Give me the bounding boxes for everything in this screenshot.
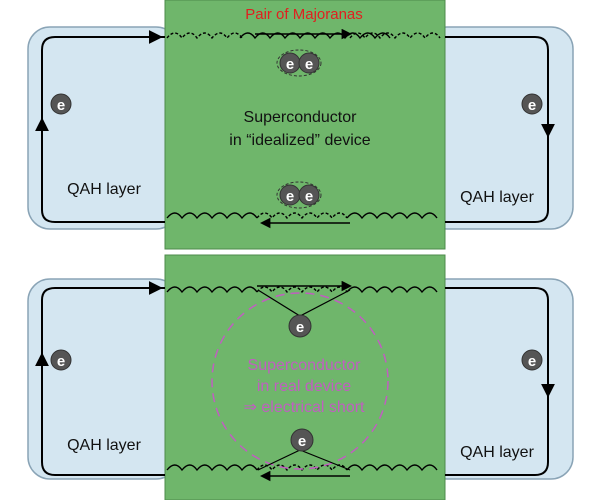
electron-icon bbox=[290, 428, 314, 452]
bottom-panel: e e e e Superconductor in real device ⇒ … bbox=[27, 254, 574, 500]
electron-label: e bbox=[528, 97, 536, 114]
bottom-lower-majorana-chain bbox=[166, 464, 438, 482]
electron-icon bbox=[298, 52, 320, 74]
top-sc-label-line2: in “idealized” device bbox=[229, 132, 371, 149]
electron-icon bbox=[521, 93, 543, 115]
electron-icon bbox=[298, 184, 320, 206]
electron-label: e bbox=[528, 353, 536, 370]
top-left-qah-layer bbox=[27, 26, 179, 230]
electron-icon bbox=[50, 93, 72, 115]
bottom-right-electron: e bbox=[521, 349, 543, 371]
top-upper-cooper-pair: e e bbox=[276, 49, 322, 77]
bottom-superconductor bbox=[164, 254, 446, 500]
top-right-qah-label: QAH layer bbox=[460, 189, 534, 206]
electron-label: e bbox=[286, 188, 294, 205]
top-upper-majorana-chain bbox=[166, 28, 441, 40]
electron-label: e bbox=[286, 56, 294, 73]
electrical-short-region bbox=[211, 292, 389, 470]
top-lower-cooper-pair: e e bbox=[276, 181, 322, 209]
electron-label: e bbox=[57, 97, 65, 114]
bottom-left-electron: e bbox=[50, 349, 72, 371]
bottom-upper-electron: e bbox=[257, 289, 351, 338]
bottom-lower-electron: e bbox=[257, 428, 351, 471]
electron-label: e bbox=[296, 319, 304, 336]
bottom-sc-label-line3: ⇒ electrical short bbox=[244, 399, 366, 416]
bottom-sc-label-line2: in real device bbox=[257, 378, 351, 395]
majorana-title: Pair of Majoranas bbox=[245, 6, 363, 23]
electron-label: e bbox=[305, 56, 313, 73]
bottom-sc-label-line1: Superconductor bbox=[248, 357, 362, 374]
top-sc-label-line1: Superconductor bbox=[244, 109, 358, 126]
bottom-upper-majorana-chain bbox=[166, 280, 438, 294]
bottom-right-qah-label: QAH layer bbox=[460, 444, 534, 461]
top-left-electron: e bbox=[50, 93, 72, 115]
bottom-left-qah-label: QAH layer bbox=[67, 437, 141, 454]
electron-label: e bbox=[57, 353, 65, 370]
top-lower-majorana-chain bbox=[166, 212, 438, 229]
top-panel: e e e e e e Pair of Majoranas Supercondu… bbox=[27, 0, 574, 250]
electron-label: e bbox=[305, 188, 313, 205]
electron-icon bbox=[288, 314, 312, 338]
electron-icon bbox=[521, 349, 543, 371]
top-right-electron: e bbox=[521, 93, 543, 115]
electron-icon bbox=[50, 349, 72, 371]
electron-label: e bbox=[298, 433, 306, 450]
top-left-qah-label: QAH layer bbox=[67, 181, 141, 198]
